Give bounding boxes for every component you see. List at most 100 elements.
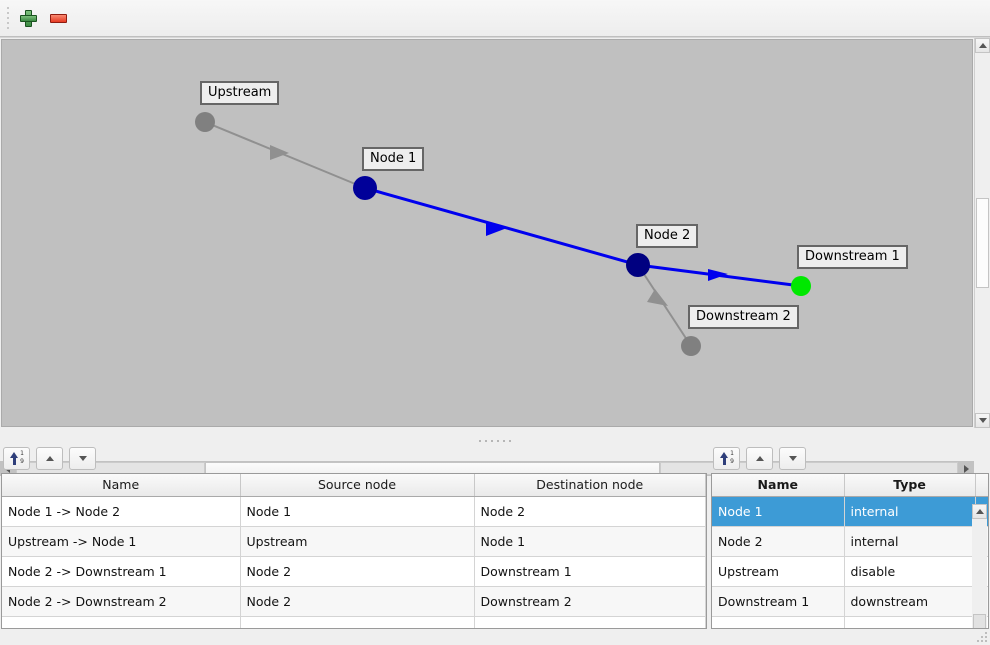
graph-node-label-node2[interactable]: Node 2: [636, 224, 699, 248]
scroll-down-button[interactable]: [975, 413, 990, 428]
cell-source: Node 2: [240, 586, 475, 617]
table-row[interactable]: Node 2 -> Downstream 2 Node 2 Downstream…: [2, 586, 706, 617]
scroll-thumb[interactable]: [976, 198, 989, 288]
graph-node-label-upstream[interactable]: Upstream: [200, 81, 280, 105]
nodes-table: Name Type Node 1 internal Node 2 interna…: [712, 474, 988, 628]
graph-node-downstream2[interactable]: [681, 336, 701, 356]
scroll-right-button[interactable]: [959, 461, 974, 476]
table-header-row: Name Type: [712, 474, 988, 497]
triangle-up-icon: [755, 455, 764, 461]
remove-button[interactable]: [43, 3, 73, 33]
column-header-spacer: [975, 474, 988, 497]
cell-destination: Node 2: [474, 496, 706, 527]
graph-edge-node1-node2[interactable]: [364, 186, 639, 267]
cell-empty: [2, 616, 241, 628]
table-header-row: Name Source node Destination node: [2, 474, 706, 497]
cell-type: internal: [844, 496, 976, 527]
chevron-up-icon: [978, 43, 987, 48]
triangle-down-icon: [78, 455, 87, 461]
cell-name: Node 1: [712, 496, 845, 527]
edges-move-up-button[interactable]: [36, 446, 63, 470]
table-row[interactable]: Node 1 internal: [712, 496, 988, 527]
toolbar-drag-handle[interactable]: [3, 4, 13, 32]
graph-node-label-downstream2[interactable]: Downstream 2: [688, 305, 799, 329]
column-header-name[interactable]: Name: [712, 474, 845, 497]
graph-node-label-node1[interactable]: Node 1: [362, 147, 425, 171]
column-header-name[interactable]: Name: [2, 474, 241, 497]
cell-name: Upstream: [712, 556, 845, 587]
table-row-empty[interactable]: [712, 616, 988, 628]
pane-splitter[interactable]: [0, 438, 990, 444]
table-row[interactable]: Node 2 -> Downstream 1 Node 2 Downstream…: [2, 556, 706, 587]
minus-icon: [49, 13, 67, 23]
plus-icon: [19, 9, 37, 27]
graph-node-label-downstream1[interactable]: Downstream 1: [797, 245, 908, 269]
scroll-up-button[interactable]: [972, 504, 987, 519]
table-row[interactable]: Downstream 1 downstream: [712, 586, 988, 617]
cell-name: Node 2 -> Downstream 2: [2, 586, 241, 617]
column-header-source-node[interactable]: Source node: [240, 474, 475, 497]
cell-name: Upstream -> Node 1: [2, 526, 241, 557]
triangle-up-icon: [45, 455, 54, 461]
scroll-up-button[interactable]: [975, 38, 990, 53]
graph-node-upstream[interactable]: [195, 112, 215, 132]
cell-empty: [240, 616, 475, 628]
nodes-vertical-scrollbar[interactable]: [972, 504, 987, 628]
graph-node-node2[interactable]: [626, 253, 650, 277]
triangle-down-icon: [788, 455, 797, 461]
column-header-type[interactable]: Type: [844, 474, 976, 497]
add-button[interactable]: [13, 3, 43, 33]
nodes-move-up-button[interactable]: [746, 446, 773, 470]
cell-name: Node 2 -> Downstream 1: [2, 556, 241, 587]
cell-name: Downstream 1: [712, 586, 845, 617]
table-row[interactable]: Node 1 -> Node 2 Node 1 Node 2: [2, 496, 706, 527]
graph-svg: [195, 112, 811, 356]
graph-edge-upstream-node1[interactable]: [204, 121, 366, 189]
column-header-destination-node[interactable]: Destination node: [474, 474, 706, 497]
graph-node-downstream1[interactable]: [791, 276, 811, 296]
cell-empty: [844, 616, 976, 628]
table-row-empty[interactable]: [2, 616, 706, 628]
edges-move-down-button[interactable]: [69, 446, 96, 470]
cell-destination: Downstream 1: [474, 556, 706, 587]
graph-node-node1[interactable]: [353, 176, 377, 200]
table-row[interactable]: Node 2 internal: [712, 526, 988, 557]
cell-empty: [712, 616, 845, 628]
cell-source: Upstream: [240, 526, 475, 557]
main-toolbar: [0, 0, 990, 37]
cell-destination: Node 1: [474, 526, 706, 557]
cell-name: Node 2: [712, 526, 845, 557]
graph-vertical-scrollbar[interactable]: [974, 38, 990, 428]
graph-pane: Upstream Node 1 Node 2 Downstream 1 Down…: [0, 37, 990, 476]
cell-source: Node 2: [240, 556, 475, 587]
cell-destination: Downstream 2: [474, 586, 706, 617]
edges-table-wrapper[interactable]: Name Source node Destination node Node 1…: [1, 473, 707, 629]
graph-edge-node2-downstream1[interactable]: [637, 263, 802, 288]
splitter-grip-icon: [479, 440, 511, 442]
table-row[interactable]: Upstream disable: [712, 556, 988, 587]
cell-type: downstream: [844, 586, 976, 617]
graph-edge-node2-downstream2[interactable]: [637, 264, 692, 347]
window-resize-grip-icon[interactable]: [975, 630, 987, 642]
graph-canvas[interactable]: Upstream Node 1 Node 2 Downstream 1 Down…: [1, 39, 973, 427]
nodes-move-down-button[interactable]: [779, 446, 806, 470]
cell-type: disable: [844, 556, 976, 587]
table-row[interactable]: Upstream -> Node 1 Upstream Node 1: [2, 526, 706, 557]
nodes-table-wrapper[interactable]: Name Type Node 1 internal Node 2 interna…: [711, 473, 989, 629]
scroll-thumb[interactable]: [973, 614, 986, 628]
cell-name: Node 1 -> Node 2: [2, 496, 241, 527]
chevron-up-icon: [975, 509, 984, 514]
cell-source: Node 1: [240, 496, 475, 527]
chevron-down-icon: [978, 418, 987, 423]
cell-type: internal: [844, 526, 976, 557]
chevron-right-icon: [964, 464, 969, 473]
cell-empty: [474, 616, 706, 628]
